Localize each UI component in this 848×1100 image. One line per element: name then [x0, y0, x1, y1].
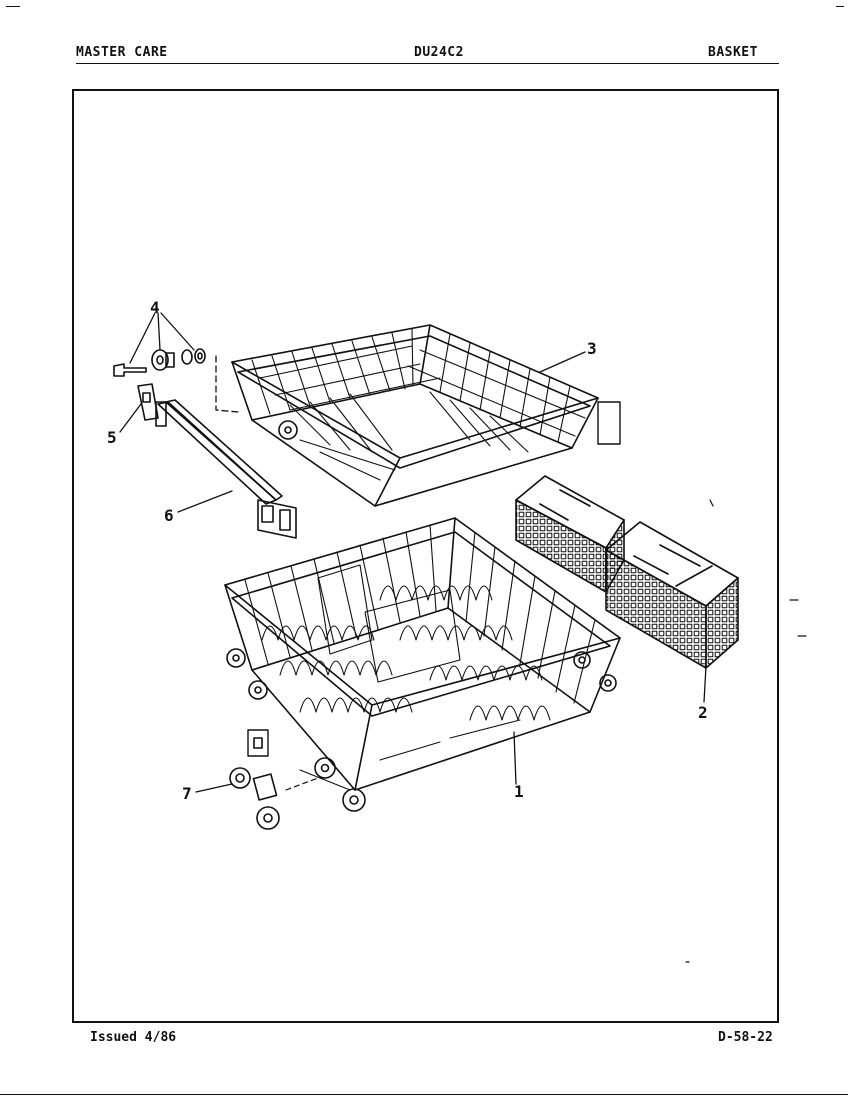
corner-mark-left	[6, 6, 20, 7]
silverware-baskets	[515, 475, 739, 669]
bottom-edge-rule	[0, 1094, 848, 1095]
callout-6: 6	[164, 506, 174, 525]
lower-roller-assembly	[229, 729, 319, 830]
corner-mark-right	[836, 6, 844, 7]
scan-specks	[685, 499, 807, 963]
roller-hardware-set	[113, 348, 206, 377]
page-code: D-58-22	[718, 1030, 773, 1045]
header-rule	[76, 63, 779, 64]
callout-3: 3	[587, 339, 597, 358]
callout-5: 5	[107, 428, 117, 447]
callout-1: 1	[514, 782, 524, 801]
issued-date: Issued 4/86	[90, 1030, 177, 1045]
diagram-frame	[72, 89, 779, 1023]
model-number: DU24C2	[414, 45, 464, 60]
lower-rack	[224, 517, 621, 812]
upper-rack	[215, 324, 621, 507]
track-stop	[137, 383, 159, 421]
callout-2: 2	[698, 703, 708, 722]
upper-rack-track	[155, 399, 297, 539]
callout-7: 7	[182, 784, 192, 803]
brand-label: MASTER CARE	[76, 45, 168, 60]
callout-4: 4	[150, 298, 160, 317]
leader-lines	[119, 312, 707, 793]
section-title: BASKET	[708, 45, 758, 60]
